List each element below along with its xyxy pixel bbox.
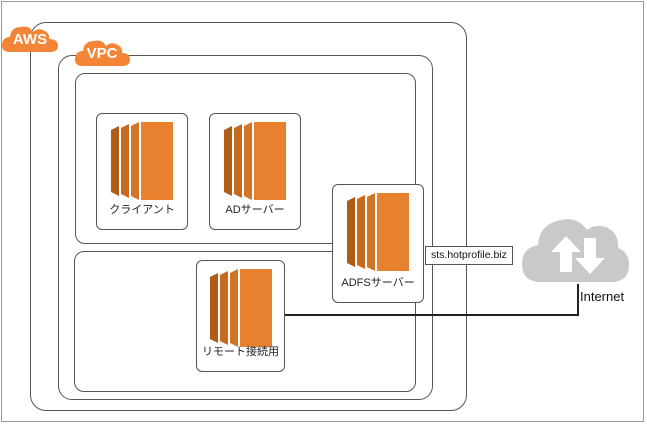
vpc-box: [58, 55, 433, 400]
domain-label: sts.hotprofile.biz: [425, 246, 513, 265]
internet-label: Internet: [580, 289, 625, 304]
internet-cloud-icon: [522, 219, 629, 282]
adfs-server-label: ADFSサーバー: [341, 277, 415, 289]
client-server-label: クライアント: [109, 204, 175, 216]
ec2-instance-icon: [224, 122, 286, 200]
client-server-card: クライアント: [96, 113, 188, 230]
ad-server-label: ADサーバー: [225, 204, 285, 216]
vpc-cloud-icon: [74, 40, 130, 66]
vpc-cloud-tag: VPC: [73, 36, 131, 68]
ec2-instance-icon: [347, 193, 409, 271]
ad-server-card: ADサーバー: [209, 113, 301, 230]
connection-line-vertical: [577, 284, 579, 316]
remote-server-card: リモート接続用: [196, 260, 285, 372]
aws-cloud-icon: [1, 26, 58, 52]
aws-label: AWS: [12, 31, 48, 48]
aws-cloud-tag: AWS: [0, 22, 60, 54]
connection-line-horizontal: [285, 314, 579, 316]
subnet-upper-box: [75, 73, 416, 244]
remote-server-label: リモート接続用: [202, 346, 279, 358]
adfs-server-card: ADFSサーバー: [332, 184, 424, 303]
vpc-label: VPC: [86, 45, 118, 62]
ec2-instance-icon: [111, 122, 173, 200]
subnet-lower-box: [74, 251, 416, 392]
ec2-instance-icon: [209, 269, 272, 347]
aws-region-box: [30, 22, 467, 411]
